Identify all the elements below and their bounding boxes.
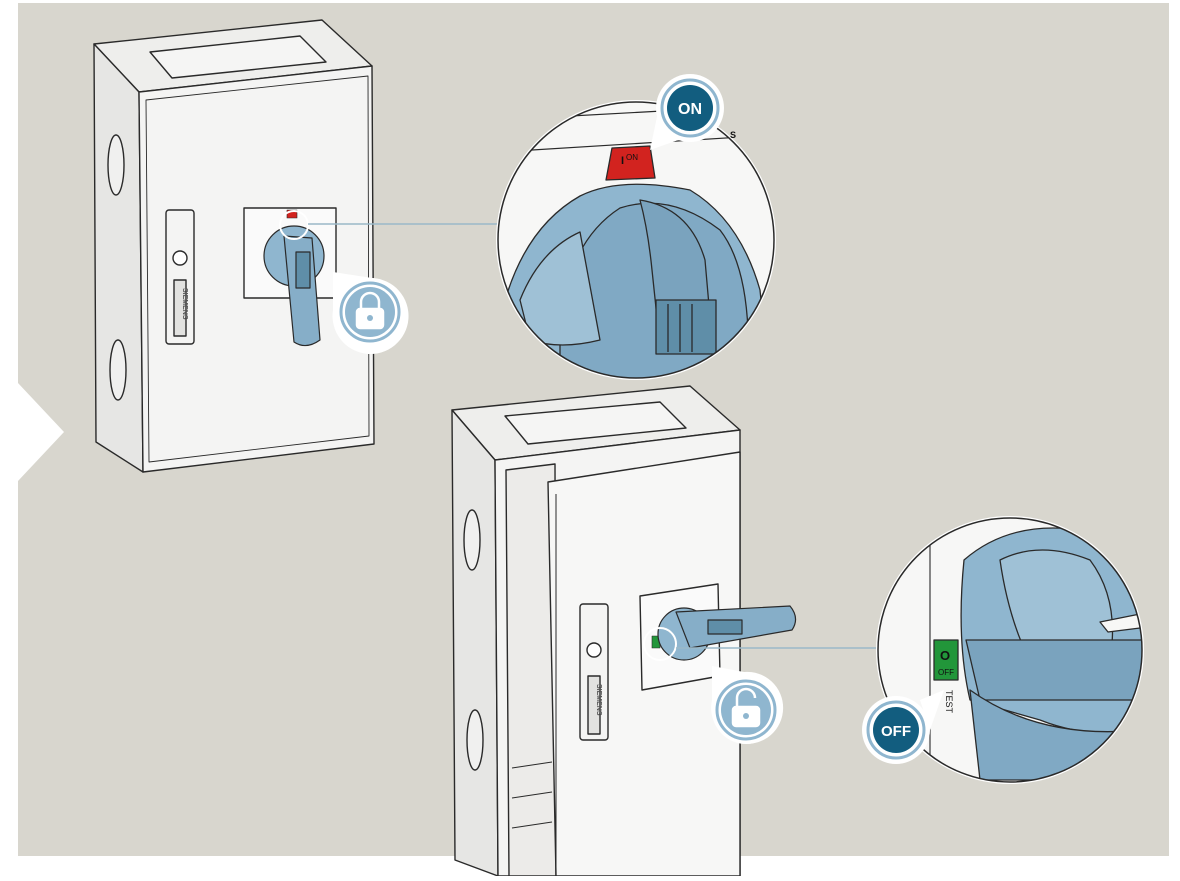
lock-badge-closed — [332, 272, 409, 354]
cabinet-top-vent — [149, 35, 327, 79]
door-latch — [579, 603, 609, 741]
brand-text: SIEMENS — [181, 288, 188, 320]
handle-grip — [295, 251, 311, 289]
latch-plate — [587, 675, 601, 735]
cabinet-open — [451, 385, 741, 877]
off-badge: OFF — [862, 690, 944, 764]
rotary-handle-off — [657, 605, 797, 661]
brand-text: SIEMENS — [595, 684, 602, 716]
cabinet-knockout — [463, 509, 481, 571]
lock-closed-icon — [355, 291, 385, 330]
zoom-detail-on: I ON S — [496, 100, 776, 380]
rotary-handle-on — [263, 225, 325, 347]
cabinet-side-face — [93, 43, 144, 473]
latch-knob — [586, 642, 602, 658]
cabinet-side-face — [451, 409, 499, 877]
flow-arrow — [18, 383, 64, 481]
cabinet-knockout — [109, 339, 127, 401]
indicator-off-symbol: O — [940, 648, 950, 663]
cabinet-closed — [93, 19, 375, 473]
indicator-on-symbol: I — [621, 155, 624, 167]
door-latch — [165, 209, 195, 345]
indicator-on-flag — [605, 145, 656, 181]
latch-plate — [173, 279, 187, 337]
on-badge: ON — [650, 74, 724, 150]
lock-badge-open — [711, 666, 784, 744]
handle-lever — [283, 235, 321, 347]
zoom-detail-off: O OFF TEST — [876, 516, 1144, 784]
latch-knob — [172, 250, 188, 266]
off-badge-label: OFF — [881, 723, 911, 740]
lock-open-icon — [731, 687, 761, 728]
on-badge-label: ON — [678, 101, 702, 118]
cabinet-knockout — [107, 134, 125, 196]
indicator-on-label: ON — [626, 153, 638, 162]
brand-text-partial: S — [730, 130, 736, 140]
indicator-highlight — [279, 210, 309, 240]
cabinet-door-edge — [145, 75, 370, 463]
indicator-off-label: OFF — [938, 668, 954, 677]
cabinet-top-vent — [504, 401, 687, 445]
indicator-off-flag — [933, 639, 959, 681]
cabinet-knockout — [466, 709, 484, 771]
handle-grip — [707, 619, 743, 635]
test-label: TEST — [944, 690, 954, 714]
indicator-highlight — [643, 627, 677, 661]
